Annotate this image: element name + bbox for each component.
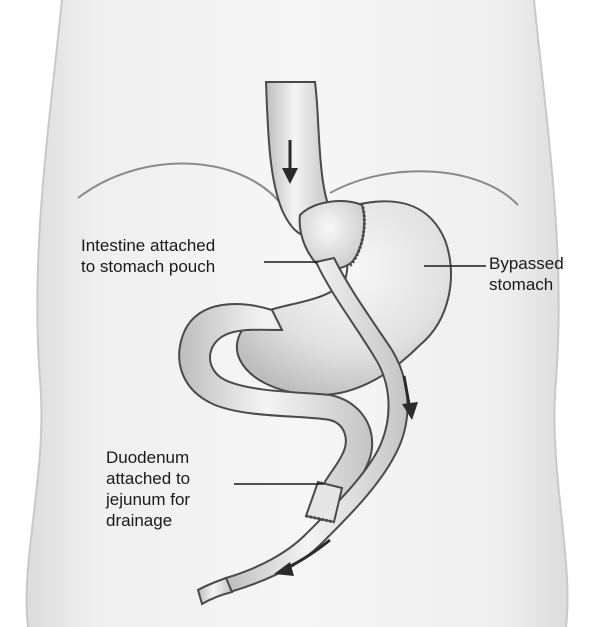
label-intestine-line1: Intestine attached xyxy=(81,235,215,256)
label-duodenum-line1: Duodenum xyxy=(106,447,190,468)
label-bypassed-line2: stomach xyxy=(489,274,564,295)
label-duodenum-attached: Duodenum attached to jejunum for drainag… xyxy=(106,447,190,531)
label-duodenum-line2: attached to xyxy=(106,468,190,489)
label-duodenum-line4: drainage xyxy=(106,510,190,531)
label-duodenum-line3: jejunum for xyxy=(106,489,190,510)
label-bypassed-stomach: Bypassed stomach xyxy=(489,253,564,295)
label-bypassed-line1: Bypassed xyxy=(489,253,564,274)
label-intestine-line2: to stomach pouch xyxy=(81,256,215,277)
label-intestine-attached: Intestine attached to stomach pouch xyxy=(81,235,215,277)
